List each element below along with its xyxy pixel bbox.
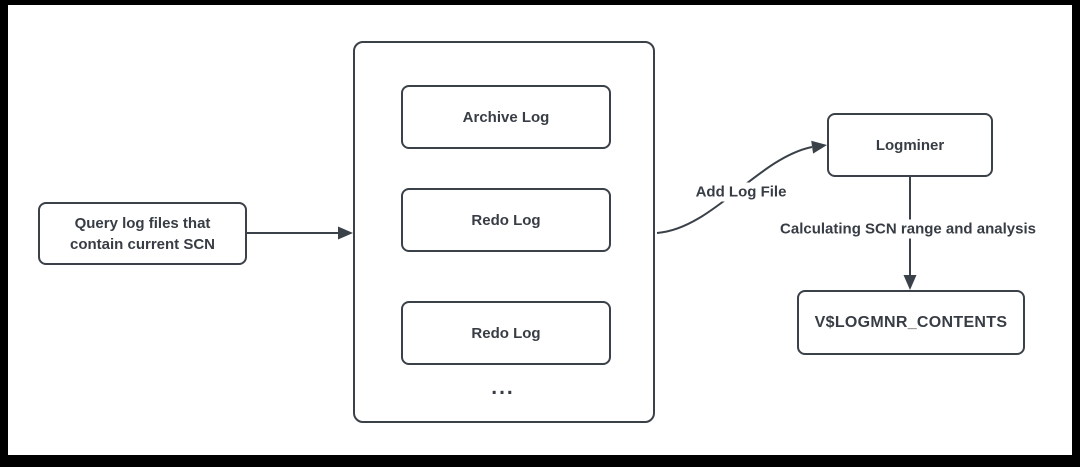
logminer-box: Logminer (827, 113, 993, 177)
add-log-file-label: Add Log File (690, 182, 792, 202)
redo-log-box-2: Redo Log (401, 301, 611, 365)
frame-border-right (1072, 0, 1080, 467)
frame-border-bottom (0, 455, 1080, 467)
redo-log-box-1: Redo Log (401, 188, 611, 252)
query-log-files-box: Query log files that contain current SCN (38, 202, 247, 265)
vlogmnr-contents-box: V$LOGMNR_CONTENTS (797, 290, 1025, 355)
frame-border-top (0, 0, 1080, 5)
calculating-scn-label: Calculating SCN range and analysis (775, 219, 1041, 239)
archive-log-box: Archive Log (401, 85, 611, 149)
arrow-query-to-logs (247, 226, 353, 240)
frame-border-left (0, 0, 8, 467)
more-logs-ellipsis: ... (491, 376, 515, 399)
